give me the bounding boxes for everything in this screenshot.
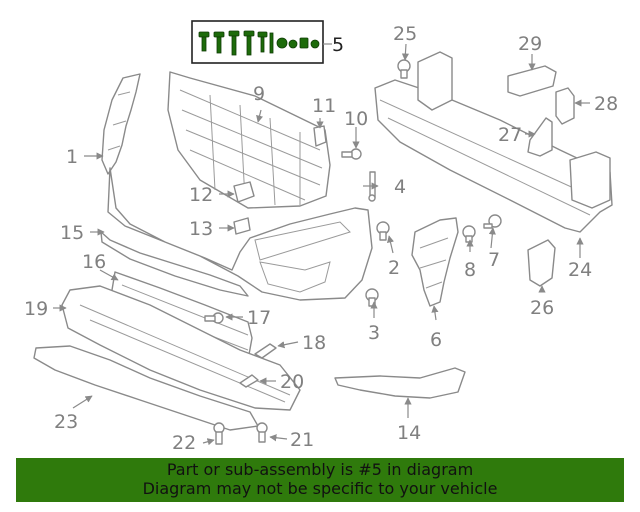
hardware-kit-box[interactable]: [191, 20, 332, 64]
part-grille[interactable]: [167, 71, 331, 209]
info-banner: Part or sub-assembly is #5 in diagram Di…: [16, 458, 624, 502]
part-bracket-27[interactable]: [527, 117, 553, 157]
callout-23[interactable]: 23: [54, 411, 78, 433]
callout-6[interactable]: 6: [430, 329, 442, 351]
part-undertray[interactable]: [33, 345, 259, 431]
leader-lines: [53, 43, 590, 446]
callout-11[interactable]: 11: [312, 95, 336, 117]
part-lower-strip[interactable]: [100, 231, 249, 297]
callout-16[interactable]: 16: [82, 251, 106, 273]
part-left-bracket[interactable]: [101, 73, 141, 175]
callout-13[interactable]: 13: [189, 218, 213, 240]
callout-20[interactable]: 20: [280, 371, 304, 393]
callout-1[interactable]: 1: [66, 146, 78, 168]
banner-line-2: Diagram may not be specific to your vehi…: [142, 479, 498, 498]
part-side-bracket[interactable]: [411, 217, 459, 307]
part-bumper-cover[interactable]: [107, 167, 373, 301]
callout-3[interactable]: 3: [368, 322, 380, 344]
callout-19[interactable]: 19: [24, 298, 48, 320]
part-bracket-28[interactable]: [555, 87, 575, 125]
part-clip-12[interactable]: [233, 181, 255, 203]
callout-8[interactable]: 8: [464, 259, 476, 281]
callout-labels: 1 2 3 4 5 6 7 8 9 10 11 12 13 14 15 16 1…: [24, 23, 618, 454]
part-bracket-26[interactable]: [527, 239, 556, 287]
callout-2[interactable]: 2: [388, 257, 400, 279]
bolt-icons: [198, 30, 320, 56]
callout-7[interactable]: 7: [488, 249, 500, 271]
callout-18[interactable]: 18: [302, 332, 326, 354]
callout-22[interactable]: 22: [172, 432, 196, 454]
callout-26[interactable]: 26: [530, 297, 554, 319]
callout-10[interactable]: 10: [344, 108, 368, 130]
part-clip-11[interactable]: [313, 125, 327, 147]
part-clip-13[interactable]: [233, 217, 251, 235]
part-bracket-29[interactable]: [507, 65, 557, 97]
callout-5[interactable]: 5: [332, 34, 344, 56]
callout-9[interactable]: 9: [253, 83, 265, 105]
callout-25[interactable]: 25: [393, 23, 417, 45]
part-lower-trim[interactable]: [334, 367, 466, 399]
callout-17[interactable]: 17: [247, 307, 271, 329]
callout-15[interactable]: 15: [60, 222, 84, 244]
part-lower-carrier[interactable]: [61, 285, 301, 411]
callout-28[interactable]: 28: [594, 93, 618, 115]
callout-4[interactable]: 4: [394, 176, 406, 198]
callout-12[interactable]: 12: [189, 184, 213, 206]
callout-21[interactable]: 21: [290, 429, 314, 451]
callout-29[interactable]: 29: [518, 33, 542, 55]
callout-24[interactable]: 24: [568, 259, 592, 281]
callout-14[interactable]: 14: [397, 422, 421, 444]
banner-line-1: Part or sub-assembly is #5 in diagram: [166, 460, 474, 479]
part-reinforcement-bar[interactable]: [374, 51, 613, 233]
callout-27[interactable]: 27: [498, 124, 522, 146]
